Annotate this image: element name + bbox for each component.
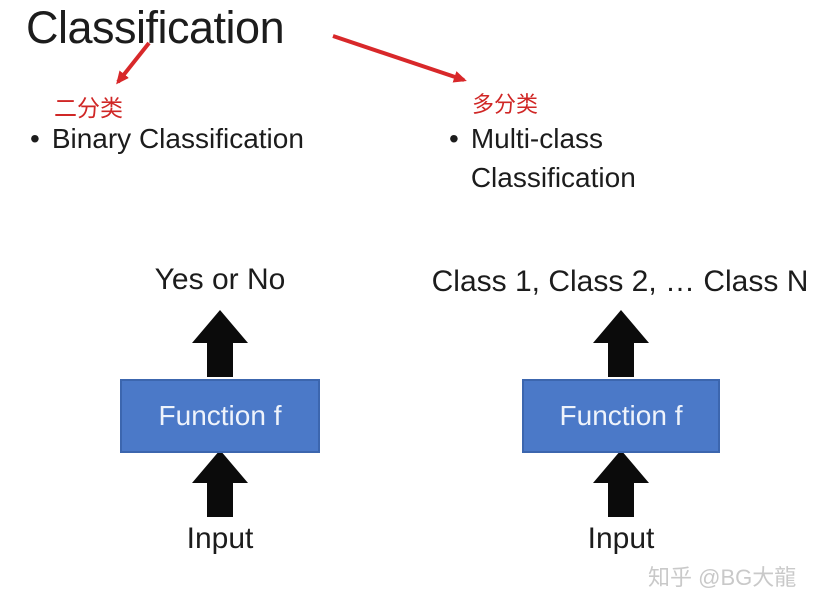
bullet-icon: •	[30, 123, 40, 154]
bullet-multiclass-text: Multi-class Classification	[470, 123, 636, 194]
binary-output-label: Yes or No	[154, 263, 286, 296]
bullet-multiclass-classification: • Multi-class Classification	[449, 119, 664, 197]
multiclass-function-box-label: Function f	[559, 400, 683, 431]
up-arrow-icon	[593, 310, 649, 377]
bullet-icon: •	[449, 123, 459, 154]
label-multiclass-chinese: 多分类	[472, 92, 539, 117]
up-arrow-icon	[192, 450, 248, 517]
up-arrow-icon	[593, 450, 649, 517]
binary-input-label: Input	[186, 522, 254, 555]
page-title: Classification	[26, 2, 285, 53]
watermark: 知乎 @BG大龍	[648, 565, 797, 590]
label-binary-chinese: 二分类	[54, 95, 123, 121]
up-arrow-icon	[192, 310, 248, 377]
bullet-binary-classification: • Binary Classification	[30, 119, 410, 158]
multiclass-output-label: Class 1, Class 2, … Class N	[431, 265, 809, 298]
red-arrow-right	[332, 34, 467, 83]
bullet-binary-text: Binary Classification	[51, 123, 304, 154]
binary-function-box-label: Function f	[158, 400, 282, 431]
multiclass-function-box: Function f	[522, 379, 720, 453]
multiclass-input-label: Input	[587, 522, 655, 555]
binary-function-box: Function f	[120, 379, 320, 453]
